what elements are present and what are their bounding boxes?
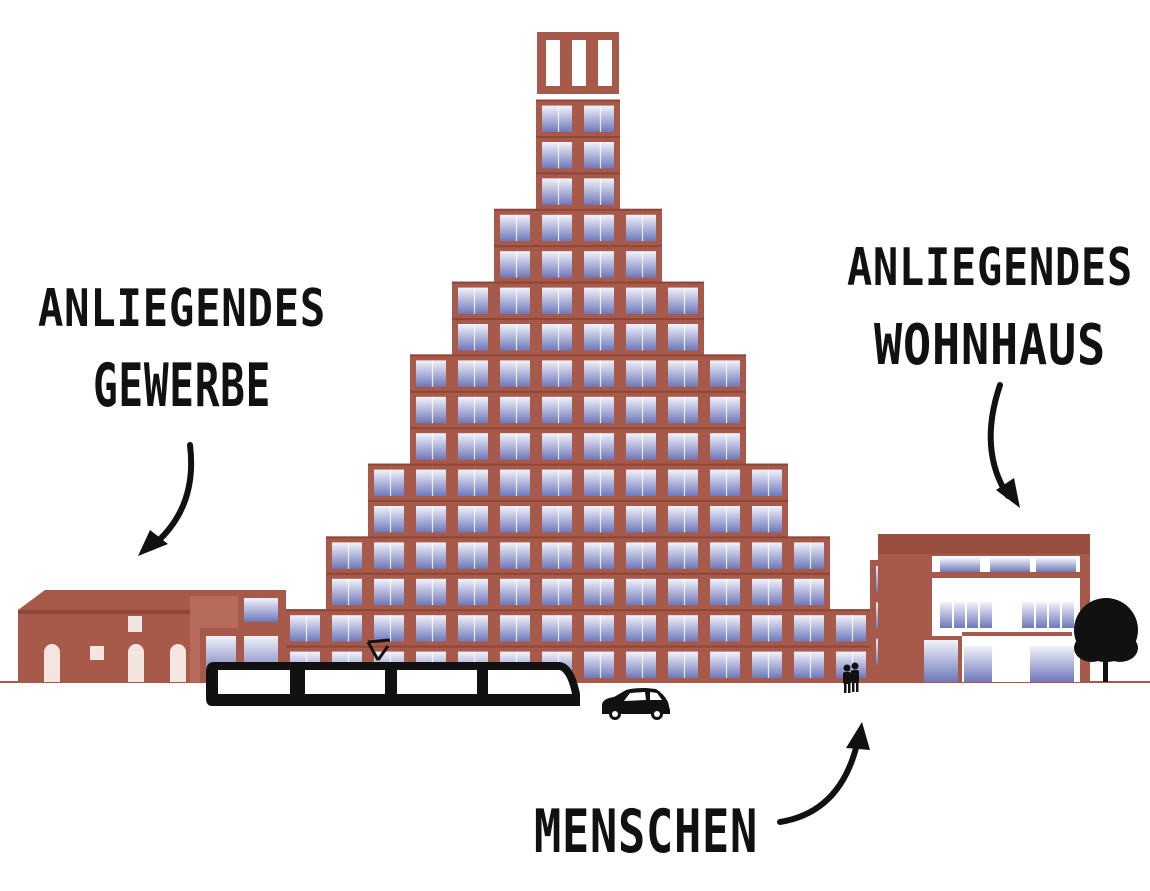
label-commerce-line-1: ANLIEGENDES [38,279,326,339]
arrow-to-commerce [138,442,195,556]
label-residential: ANLIEGENDES WOHNHAUS [847,238,1133,378]
label-residential-line-1: ANLIEGENDES [847,238,1133,298]
people-icon [843,662,859,693]
arrow-to-people [777,722,870,825]
label-residential-line-2: WOHNHAUS [874,313,1106,378]
label-people: MENSCHEN [534,797,758,867]
tram-icon [206,638,580,706]
adjacent-residential-building [878,534,1090,682]
car-icon [602,688,670,720]
label-commerce-line-2: GEWERBE [93,351,271,421]
pyramid-tower [200,32,910,683]
tree-icon [1074,598,1138,682]
arrow-to-residential [987,382,1020,508]
label-commerce: ANLIEGENDES GEWERBE [38,279,326,421]
